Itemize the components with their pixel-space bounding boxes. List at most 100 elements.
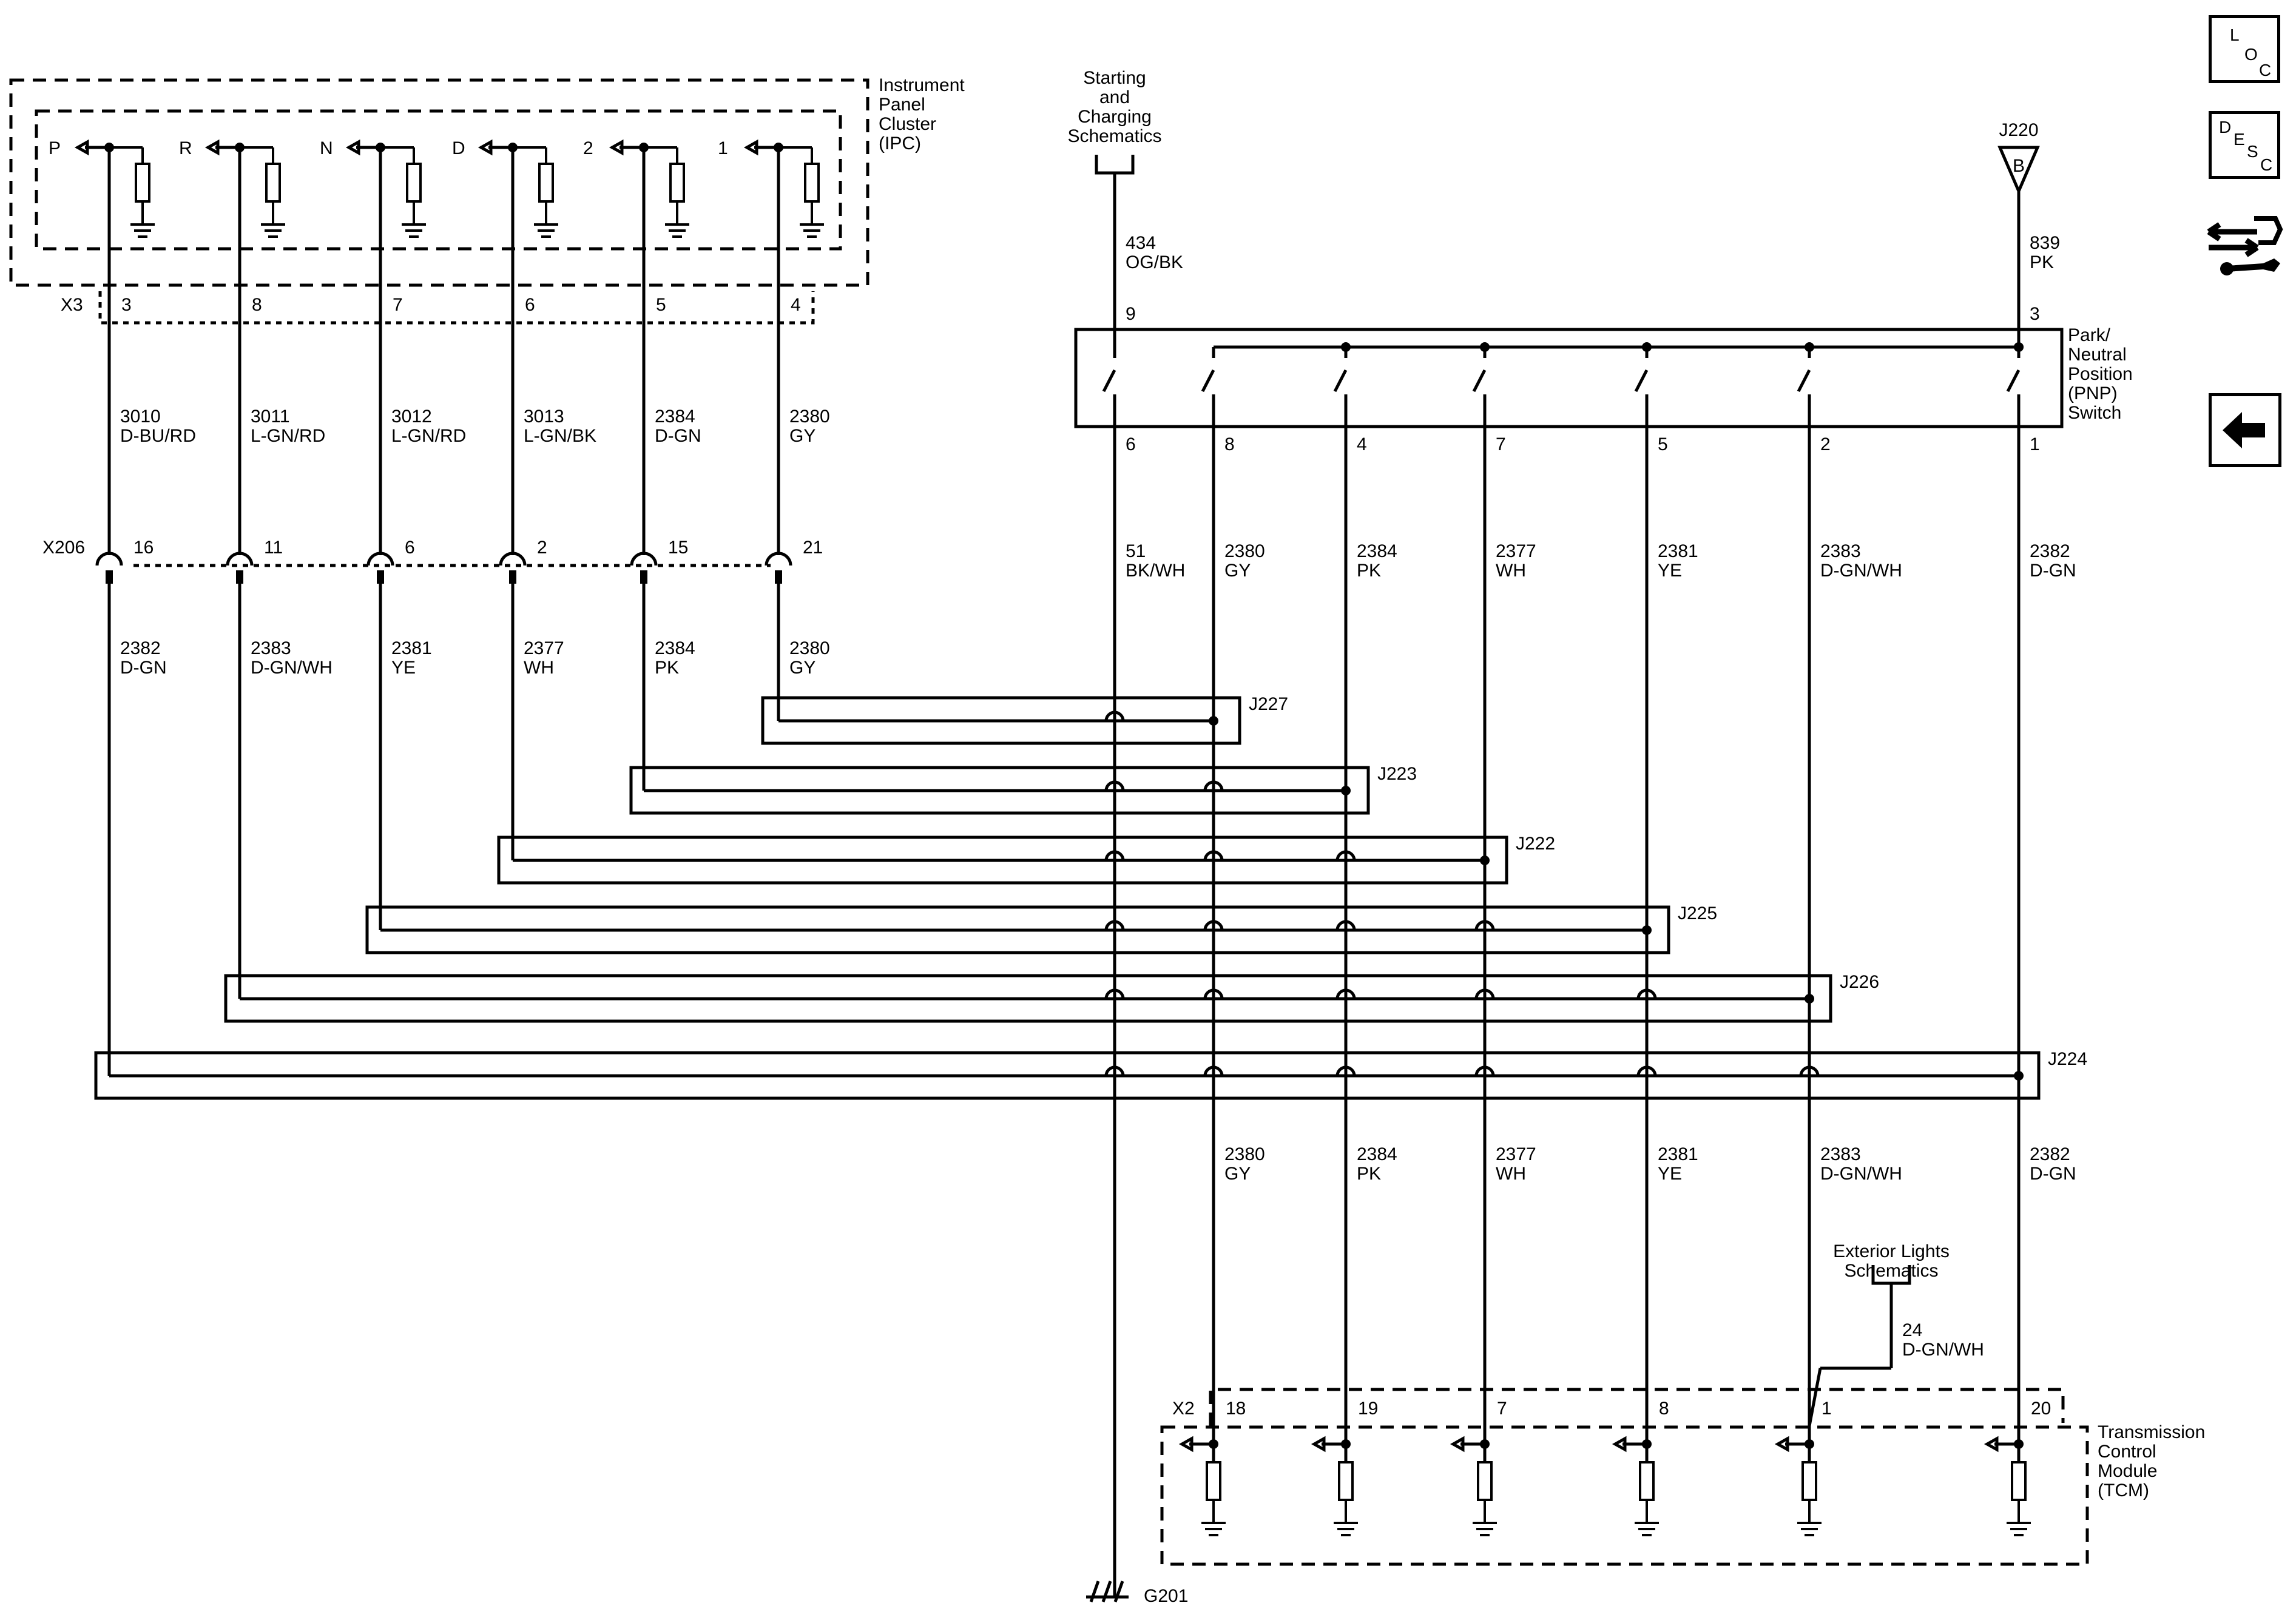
crossover-hop-251 (1335, 988, 1356, 999)
pnp-bottom-pin-171: 4 (1357, 434, 1367, 454)
ipc-name-5: (IPC) (879, 133, 921, 154)
crossover-hop-253 (1636, 988, 1657, 999)
splice-junction-dot-247 (1805, 994, 1814, 1004)
ipc-junction-29 (235, 143, 245, 152)
tcm-name-289: Control (2098, 1442, 2156, 1462)
crossover-hop-262 (1474, 1065, 1495, 1076)
x206-wire-color-127: D-GN/WH (251, 658, 333, 678)
tcm-indicator-arrowhead-294 (1178, 1436, 1194, 1453)
pnp-output-wire-color-202: YE (1658, 561, 1682, 581)
crossover-hop-264 (1799, 1065, 1820, 1076)
crossover-hop-232 (1104, 850, 1125, 861)
pnp-bus-junction-168 (1341, 342, 1351, 352)
tcm-indicator-arrowhead-327 (1612, 1436, 1627, 1453)
chassis-ground-hatch-360 (1101, 1581, 1112, 1602)
splice-pack-box-227 (497, 836, 1508, 885)
exterior-wire-number-283: 24 (1902, 1320, 1922, 1340)
desc-button[interactable]: D E S C (2209, 111, 2280, 179)
tcm-connector-name-287: X2 (1172, 1399, 1195, 1419)
desc-letter-d: D (2219, 118, 2232, 137)
crossover-hop-219 (1104, 711, 1125, 721)
tcm-pin-number-303: 19 (1358, 1399, 1378, 1419)
pnp-output-wire-color-196: GY (1224, 561, 1251, 581)
tcm-name-291: (TCM) (2098, 1480, 2149, 1501)
tcm-pin-number-314: 7 (1497, 1399, 1507, 1419)
splice-pack-box-220 (629, 766, 1370, 815)
resistor-47 (538, 163, 554, 203)
crossover-hop-261 (1335, 1065, 1356, 1076)
x206-male-terminal-108 (106, 570, 113, 584)
exterior-bracket-279 (1871, 1265, 1911, 1285)
ipc-indicator-label-68: 1 (718, 138, 728, 158)
starting-wire-color-143: OG/BK (1126, 252, 1183, 272)
x206-wire-color-133: PK (655, 658, 679, 678)
tcm-pin-number-347: 20 (2031, 1399, 2051, 1419)
lower-wire-number-269: 2377 (1496, 1144, 1536, 1164)
pnp-switch-name-152: Neutral (2068, 345, 2127, 365)
ipc-indicator-label-56: 2 (583, 138, 593, 158)
j220-wire-number-148: 839 (2030, 233, 2060, 253)
loc-letter-l: L (2230, 25, 2240, 44)
resistor-308 (1338, 1461, 1354, 1501)
starting-label-137: and (1099, 87, 1130, 107)
exterior-label-277: Exterior Lights (1833, 1241, 1950, 1261)
splice-pack-box-235 (365, 905, 1670, 954)
x206-pin-number-121: 21 (803, 538, 823, 558)
splice-pack-box-244 (224, 974, 1832, 1023)
desc-letter-e: E (2234, 130, 2245, 149)
connector-tool-button[interactable] (2203, 200, 2288, 285)
ipc-wire-number-87: 3010 (120, 407, 161, 427)
lower-wire-number-267: 2384 (1357, 1144, 1397, 1164)
resistor-71 (804, 163, 820, 203)
ipc-indicator-label-44: D (452, 138, 465, 158)
ipc-outer-box-0 (9, 78, 869, 287)
splice-name-248: J226 (1840, 972, 1879, 992)
pnp-switch-contact-189 (2006, 369, 2021, 393)
pnp-output-wire-color-194: BK/WH (1126, 561, 1185, 581)
x206-wire-number-130: 2377 (524, 638, 564, 658)
ipc-pin-number-80: 3 (121, 295, 132, 315)
lower-wire-number-271: 2381 (1658, 1144, 1698, 1164)
x206-male-terminal-114 (377, 570, 384, 584)
ipc-wire-number-93: 3012 (391, 407, 432, 427)
ipc-pin-number-84: 5 (656, 295, 666, 315)
loc-button[interactable]: L O C (2209, 15, 2280, 83)
pnp-switch-name-153: Position (2068, 364, 2133, 384)
loc-letter-c: C (2259, 61, 2272, 79)
lower-wire-number-273: 2383 (1820, 1144, 1861, 1164)
lower-wire-color-276: D-GN (2030, 1164, 2076, 1184)
back-button[interactable] (2209, 393, 2281, 467)
x206-female-terminal-122 (765, 552, 792, 566)
pnp-bottom-pin-191: 1 (2030, 434, 2040, 454)
x206-male-terminal-120 (640, 570, 647, 584)
ipc-wire-color-91: L-GN/RD (251, 426, 325, 446)
crossover-hop-242 (1335, 920, 1356, 931)
tcm-indicator-arrowhead-305 (1311, 1436, 1326, 1453)
ipc-wire-color-88: D-BU/RD (120, 426, 196, 446)
tcm-indicator-arrowhead-338 (1774, 1436, 1789, 1453)
ipc-junction-65 (639, 143, 649, 152)
starting-label-139: Schematics (1067, 126, 1161, 146)
resistor-35 (406, 163, 422, 203)
starting-label-136: Starting (1083, 68, 1146, 88)
ipc-indicator-label-20: R (179, 138, 192, 158)
resistor-297 (1206, 1461, 1221, 1501)
starting-label-138: Charging (1078, 107, 1152, 127)
starting-wire-number-142: 434 (1126, 233, 1156, 253)
ipc-indicator-arrowhead-19 (204, 139, 220, 156)
j220-name-144: J220 (1999, 120, 2038, 140)
component-layer (9, 78, 2089, 1566)
j220-triangle-145 (1997, 146, 2040, 195)
splice-pack-box-214 (761, 696, 1241, 745)
splice-junction-dot-257 (2014, 1071, 2024, 1081)
crossover-hop-250 (1203, 988, 1224, 999)
ipc-wire-number-102: 2380 (789, 407, 830, 427)
x206-male-terminal-117 (509, 570, 516, 584)
pnp-output-wire-color-198: PK (1357, 561, 1381, 581)
pnp-output-wire-color-204: D-GN/WH (1820, 561, 1902, 581)
pnp-output-wire-number-203: 2383 (1820, 541, 1861, 561)
ipc-indicator-arrowhead-7 (74, 139, 89, 156)
pnp-bus-junction-192 (2014, 342, 2024, 352)
pnp-switch-contact-160 (1102, 369, 1116, 393)
